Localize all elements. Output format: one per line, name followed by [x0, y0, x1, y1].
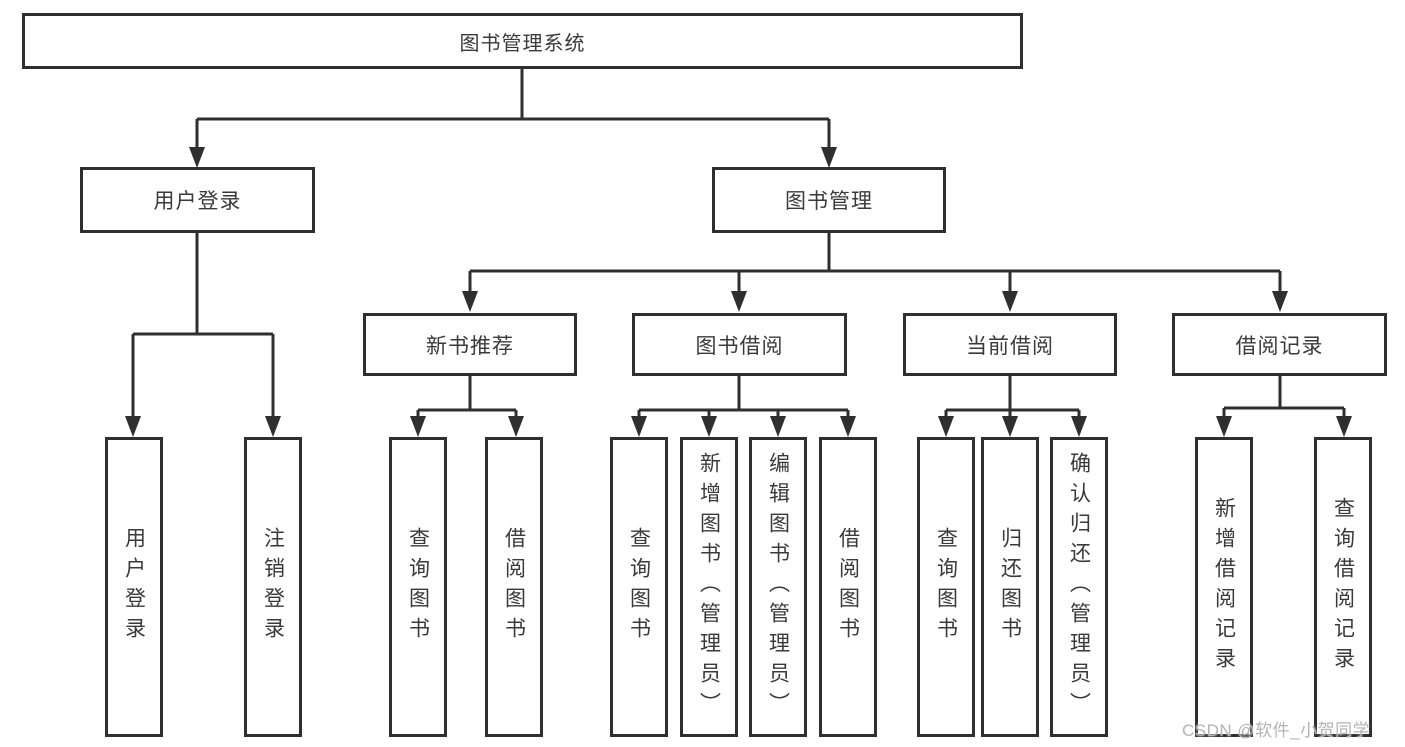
node-root-system: 图书管理系统 [22, 13, 1023, 69]
leaf-query-books: 查询图书 [389, 437, 447, 737]
connector-stems [131, 69, 1346, 419]
leaf-user-login: 用户登录 [105, 437, 163, 737]
leaf-return-book: 归还图书 [981, 437, 1039, 737]
node-current-borrow: 当前借阅 [903, 313, 1117, 376]
leaf-borrow-books: 借阅图书 [819, 437, 877, 737]
leaf-confirm-return-admin: 确认归还（管理员） [1050, 437, 1108, 737]
csdn-watermark: CSDN @软件_小贺同学 [1182, 721, 1371, 740]
arrowheads [125, 147, 1352, 437]
leaf-edit-book-admin: 编辑图书（管理员） [749, 437, 807, 737]
leaf-logout: 注销登录 [244, 437, 302, 737]
node-book-management: 图书管理 [712, 167, 946, 233]
leaf-query-borrow-record: 查询借阅记录 [1314, 437, 1372, 737]
leaf-query-books: 查询图书 [610, 437, 668, 737]
node-user-login: 用户登录 [80, 167, 315, 233]
leaf-query-books: 查询图书 [917, 437, 975, 737]
node-new-book-recommend: 新书推荐 [363, 313, 577, 376]
leaf-borrow-books: 借阅图书 [485, 437, 543, 737]
node-borrow-records: 借阅记录 [1172, 313, 1387, 376]
leaf-add-book-admin: 新增图书（管理员） [680, 437, 738, 737]
leaf-add-borrow-record: 新增借阅记录 [1195, 437, 1253, 737]
node-book-borrow: 图书借阅 [632, 313, 847, 376]
